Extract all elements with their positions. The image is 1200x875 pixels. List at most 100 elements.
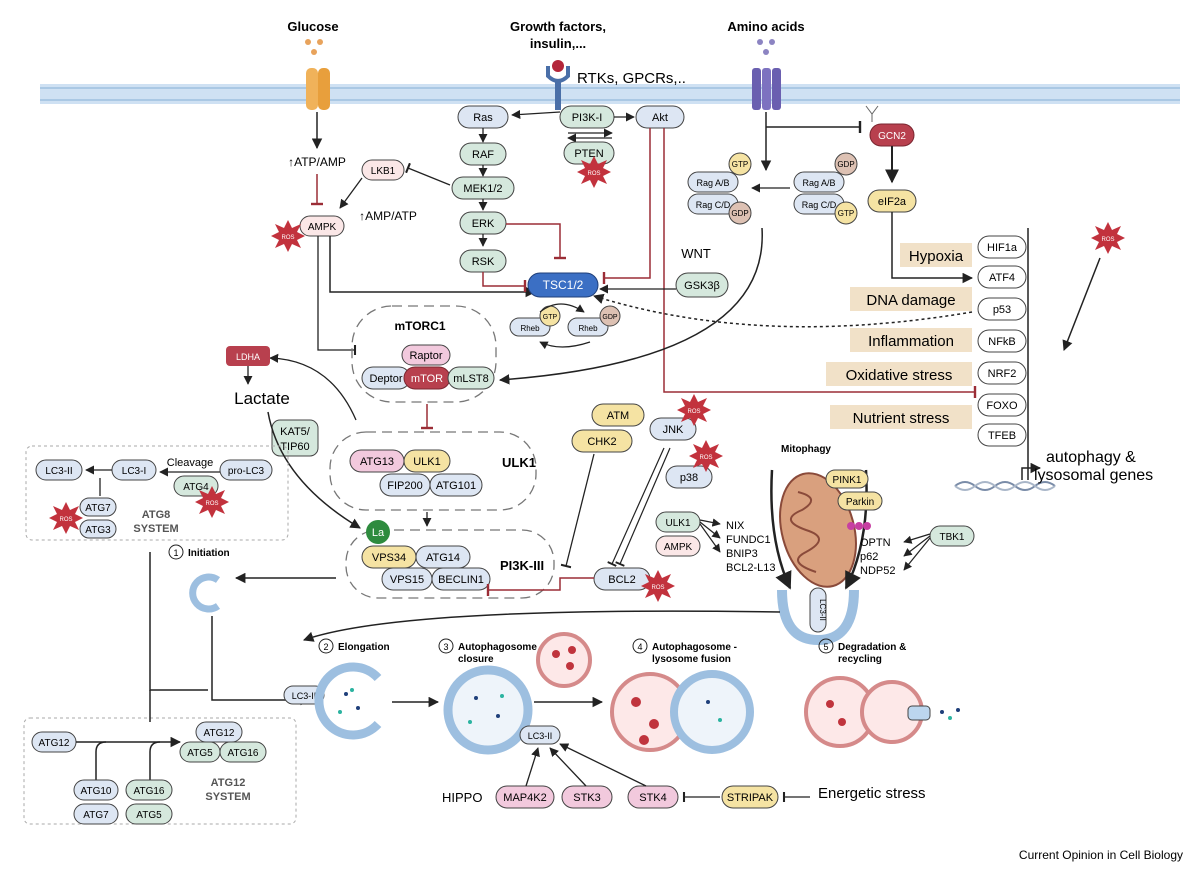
stage-5-label: Degradation & (838, 642, 906, 653)
ulk1-complex-boundary (329, 431, 537, 511)
svg-text:ULK1: ULK1 (665, 518, 690, 529)
fundc1-label: FUNDC1 (726, 534, 771, 546)
tf-node-nfkb: NFkB (977, 329, 1027, 353)
svg-text:Rheb: Rheb (520, 324, 540, 333)
atg3-node: ATG3 (79, 519, 117, 539)
atg8-system-boundary (25, 445, 289, 541)
gene-output-line2: lysosomal genes (1034, 467, 1153, 484)
svg-text:1: 1 (173, 548, 178, 558)
pro-lc3-node: pro-LC3 (219, 459, 273, 481)
stage-4-number: 4 (632, 638, 648, 654)
atg13-node: ATG13 (349, 449, 405, 473)
p62-label: p62 (860, 551, 878, 563)
autolysosome-fusion-icon (610, 670, 754, 754)
atp-amp-label: ↑ATP/AMP (288, 155, 346, 169)
raptor-node: Raptor (401, 344, 451, 366)
svg-text:RAF: RAF (472, 149, 494, 161)
wnt-label: WNT (681, 246, 711, 261)
svg-text:Rag C/D: Rag C/D (802, 200, 837, 210)
svg-text:VPS34: VPS34 (372, 552, 406, 564)
svg-text:Akt: Akt (652, 112, 668, 124)
svg-text:BECLIN1: BECLIN1 (438, 574, 484, 586)
map4k2-node: MAP4K2 (495, 785, 555, 809)
svg-text:ATG12: ATG12 (39, 738, 70, 749)
svg-text:Rag A/B: Rag A/B (802, 178, 835, 188)
rag-complex-active: Rag A/B Rag C/D GTP GDP (687, 152, 752, 225)
svg-text:Nutrient stress: Nutrient stress (853, 410, 950, 427)
stress-dna-damage: DNA damage (850, 287, 972, 311)
svg-text:ATG10: ATG10 (81, 786, 112, 797)
hippo-label: HIPPO (442, 790, 482, 805)
rsk-node: RSK (459, 249, 507, 273)
atg7-node: ATG7 (79, 497, 117, 517)
atm-node: ATM (591, 403, 645, 427)
svg-text:Rheb: Rheb (578, 324, 598, 333)
svg-text:STK3: STK3 (573, 792, 601, 804)
mitophagy-ampk-node: AMPK (655, 535, 701, 557)
ros-burst-icon: ROS (195, 486, 229, 518)
svg-text:ROS: ROS (699, 455, 712, 461)
svg-text:CHK2: CHK2 (587, 436, 616, 448)
stage-5-label-2: recycling (838, 654, 882, 665)
jnk-node: JNK (649, 417, 697, 441)
chk2-node: CHK2 (571, 429, 633, 453)
stage-3-number: 3 (438, 638, 454, 654)
plasma-membrane (40, 84, 1180, 104)
svg-text:ROS: ROS (687, 409, 700, 415)
svg-text:GTP: GTP (543, 314, 558, 321)
gsk3b-node: GSK3β (675, 272, 729, 298)
mitophagosome-membrane-icon (777, 587, 859, 646)
mtorc1-complex-boundary (351, 305, 497, 403)
svg-text:ERK: ERK (472, 218, 495, 230)
nix-label: NIX (726, 520, 745, 532)
svg-text:LC3-I: LC3-I (122, 466, 146, 477)
svg-text:TBK1: TBK1 (939, 532, 964, 543)
bnip3-label: BNIP3 (726, 548, 758, 560)
stage-3-label: Autophagosome (458, 642, 537, 653)
degradation-lysosome-icon (804, 676, 960, 748)
svg-text:ATG13: ATG13 (360, 456, 394, 468)
la-modification-icon: La (366, 520, 390, 544)
atg12-atg7-node: ATG7 (73, 803, 119, 825)
stress-nutrient: Nutrient stress (830, 405, 972, 429)
svg-text:Inflammation: Inflammation (868, 333, 954, 350)
svg-text:ATG101: ATG101 (436, 480, 476, 492)
svg-text:KAT5/: KAT5/ (280, 426, 311, 438)
svg-text:ATG4: ATG4 (183, 482, 209, 493)
svg-text:MEK1/2: MEK1/2 (463, 183, 502, 195)
ros-burst-icon: ROS (49, 502, 83, 534)
svg-text:ATG14: ATG14 (426, 552, 460, 564)
mlst8-node: mLST8 (447, 366, 495, 390)
ndp52-label: NDP52 (860, 565, 895, 577)
ros-burst-icon: ROS (577, 156, 611, 188)
svg-text:Rag A/B: Rag A/B (696, 178, 729, 188)
mek-node: MEK1/2 (451, 176, 515, 200)
stage-1-label: Initiation (188, 548, 230, 559)
pi3k-node: PI3K-I (559, 105, 615, 129)
cleavage-label: Cleavage (167, 457, 213, 469)
atg16-node: ATG16 (125, 779, 173, 801)
optn-label: OPTN (860, 537, 891, 549)
kat5-node: KAT5/TIP60 (271, 419, 319, 457)
mitochondrion-icon (779, 472, 857, 588)
stk4-node: STK4 (627, 785, 679, 809)
svg-text:AMPK: AMPK (664, 542, 693, 553)
growth-factors-label-2: insulin,... (530, 36, 586, 51)
glucose-molecules-icon (305, 39, 323, 55)
svg-text:pro-LC3: pro-LC3 (228, 466, 265, 477)
parkin-node: Parkin (837, 491, 883, 511)
raf-node: RAF (459, 142, 507, 166)
atg101-node: ATG101 (429, 473, 483, 497)
svg-text:Ras: Ras (473, 112, 493, 124)
stripak-node: STRIPAK (721, 785, 779, 809)
tf-label: ATF4 (989, 272, 1015, 284)
atg8-system-subtitle: SYSTEM (133, 523, 178, 535)
stress-hypoxia: Hypoxia (900, 243, 972, 267)
pi3k3-complex-title: PI3K-III (500, 558, 544, 573)
tf-node-tfeb: TFEB (977, 423, 1027, 447)
svg-text:MAP4K2: MAP4K2 (503, 792, 546, 804)
pink1-node: PINK1 (825, 469, 869, 489)
atg5-node: ATG5 (125, 803, 173, 825)
vps34-node: VPS34 (361, 545, 417, 569)
